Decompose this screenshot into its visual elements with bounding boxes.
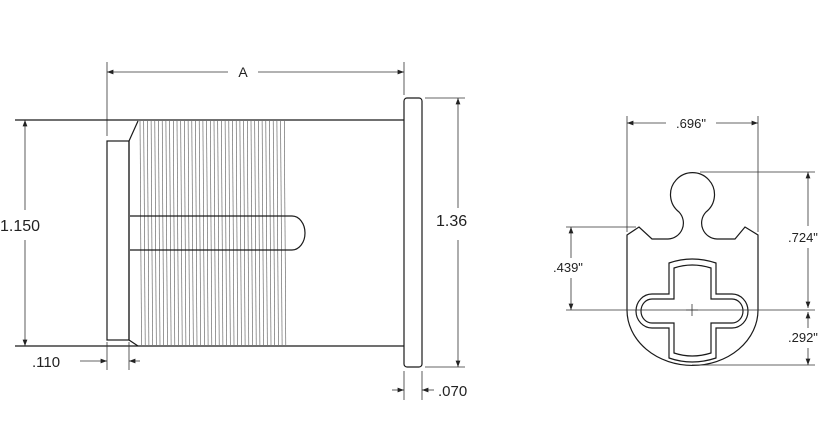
thread-line bbox=[165, 120, 168, 346]
thread-line bbox=[247, 120, 250, 346]
dimension-1150-label: 1.150 bbox=[0, 218, 40, 235]
thread-line bbox=[169, 120, 172, 346]
thread-line bbox=[235, 120, 238, 346]
thread-line bbox=[150, 120, 153, 346]
thread-line bbox=[180, 120, 183, 346]
thread-line bbox=[184, 120, 187, 346]
cam-slot bbox=[130, 215, 306, 251]
thread-line bbox=[276, 120, 279, 346]
thread-line bbox=[206, 120, 209, 346]
chamfer bbox=[128, 120, 139, 347]
thread-line bbox=[283, 120, 287, 346]
dimension-439-label: .439" bbox=[553, 260, 583, 275]
thread-line bbox=[139, 120, 142, 346]
thread-line bbox=[280, 120, 283, 346]
thread-line bbox=[213, 120, 216, 346]
threads bbox=[139, 120, 287, 346]
thread-line bbox=[221, 120, 224, 346]
dimension-136-label: 1.36 bbox=[436, 213, 467, 230]
cylinder-plug-outline bbox=[626, 172, 759, 366]
thread-line bbox=[258, 120, 261, 346]
thread-line bbox=[198, 120, 201, 346]
dimension-292-label: .292" bbox=[788, 330, 818, 345]
thread-line bbox=[228, 120, 231, 346]
thread-line bbox=[143, 120, 146, 346]
thread-line bbox=[158, 120, 161, 346]
dimension-a-label: A bbox=[238, 64, 248, 80]
thread-line bbox=[202, 120, 205, 346]
thread-line bbox=[210, 120, 213, 346]
flange bbox=[403, 97, 423, 368]
thread-line bbox=[261, 120, 264, 346]
thread-line bbox=[232, 120, 235, 346]
thread-line bbox=[173, 120, 176, 346]
thread-line bbox=[187, 120, 190, 346]
tailpiece-inner bbox=[640, 264, 744, 357]
dimension-696-label: .696" bbox=[676, 116, 706, 131]
thread-line bbox=[195, 120, 198, 346]
thread-line bbox=[250, 120, 253, 346]
thread-line bbox=[154, 120, 157, 346]
thread-line bbox=[272, 120, 276, 346]
thread-line bbox=[239, 120, 242, 346]
keyway-view: .696" .724" .292" .439" bbox=[553, 116, 818, 366]
dimension-110-label: .110 bbox=[32, 354, 60, 371]
thread-line bbox=[217, 120, 220, 346]
dimension-724-label: .724" bbox=[788, 230, 818, 245]
thread-line bbox=[243, 120, 246, 346]
thread-line bbox=[224, 120, 227, 346]
thread-line bbox=[176, 120, 179, 346]
thread-line bbox=[269, 120, 272, 346]
thread-line bbox=[147, 120, 150, 346]
thread-line bbox=[161, 120, 164, 346]
thread-line bbox=[265, 120, 268, 346]
thread-line bbox=[254, 120, 257, 346]
front-face bbox=[106, 140, 130, 341]
dimension-070-label: .070 bbox=[438, 383, 467, 400]
thread-line bbox=[191, 120, 194, 346]
side-view: A 1.150 1.36 .110 .070 bbox=[0, 62, 467, 400]
